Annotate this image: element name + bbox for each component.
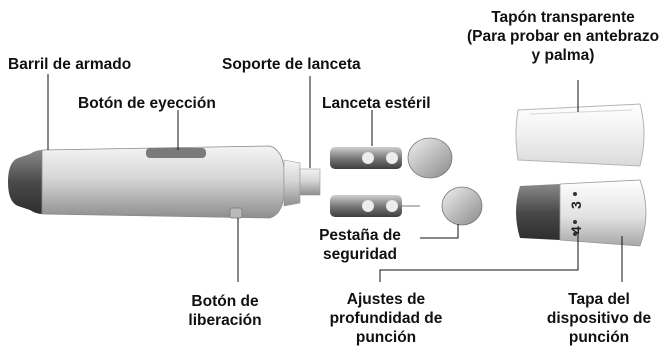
depth-settings-label-line3: punción (355, 329, 417, 346)
clear-cap-label-line3: y palma) (531, 47, 595, 64)
device-body (8, 145, 321, 219)
lancet-holder (299, 168, 321, 196)
device-cap-label: Tapa del dispositivo de punción (530, 290, 668, 347)
release-label-line1: Botón de (191, 293, 259, 310)
barrel-label: Barril de armado (8, 56, 132, 73)
safety-tab-label: Pestaña de seguridad (300, 226, 420, 264)
safety-tab-label-line2: seguridad (322, 246, 398, 263)
release-button (229, 207, 243, 219)
clear-cap (515, 103, 645, 167)
ejector-label: Botón de eyección (78, 95, 216, 112)
device-cap-label-line1: Tapa del (568, 291, 630, 308)
lancet-label: Lanceta estéril (322, 95, 431, 112)
depth-settings-label: Ajustes de profundidad de punción (316, 290, 456, 347)
device-cap-label-line2: dispositivo de (546, 310, 652, 327)
dial-number-3: 3 (568, 201, 584, 209)
release-label-line2: liberación (188, 312, 262, 329)
device-cap-label-line3: punción (568, 329, 630, 346)
clear-cap-label-line1: Tapón transparente (491, 9, 635, 26)
safety-tab (441, 186, 483, 226)
clear-cap-label-line2: (Para probar en antebrazo (466, 28, 660, 45)
holder-label: Soporte de lanceta (222, 56, 361, 73)
puncture-device-cap: 3 4 (516, 179, 647, 247)
depth-settings-label-line2: profundidad de (329, 310, 443, 327)
safety-tab-label-line1: Pestaña de (319, 227, 401, 244)
sterile-lancets (330, 137, 483, 226)
callout-lines (47, 74, 623, 282)
clear-cap-label: Tapón transparente (Para probar en anteb… (458, 8, 668, 65)
cocking-barrel (8, 150, 42, 214)
depth-settings-label-line1: Ajustes de (346, 291, 426, 308)
ejector-button (146, 148, 206, 158)
release-label: Botón de liberación (150, 292, 300, 330)
dial-number-4: 4 (568, 226, 584, 234)
